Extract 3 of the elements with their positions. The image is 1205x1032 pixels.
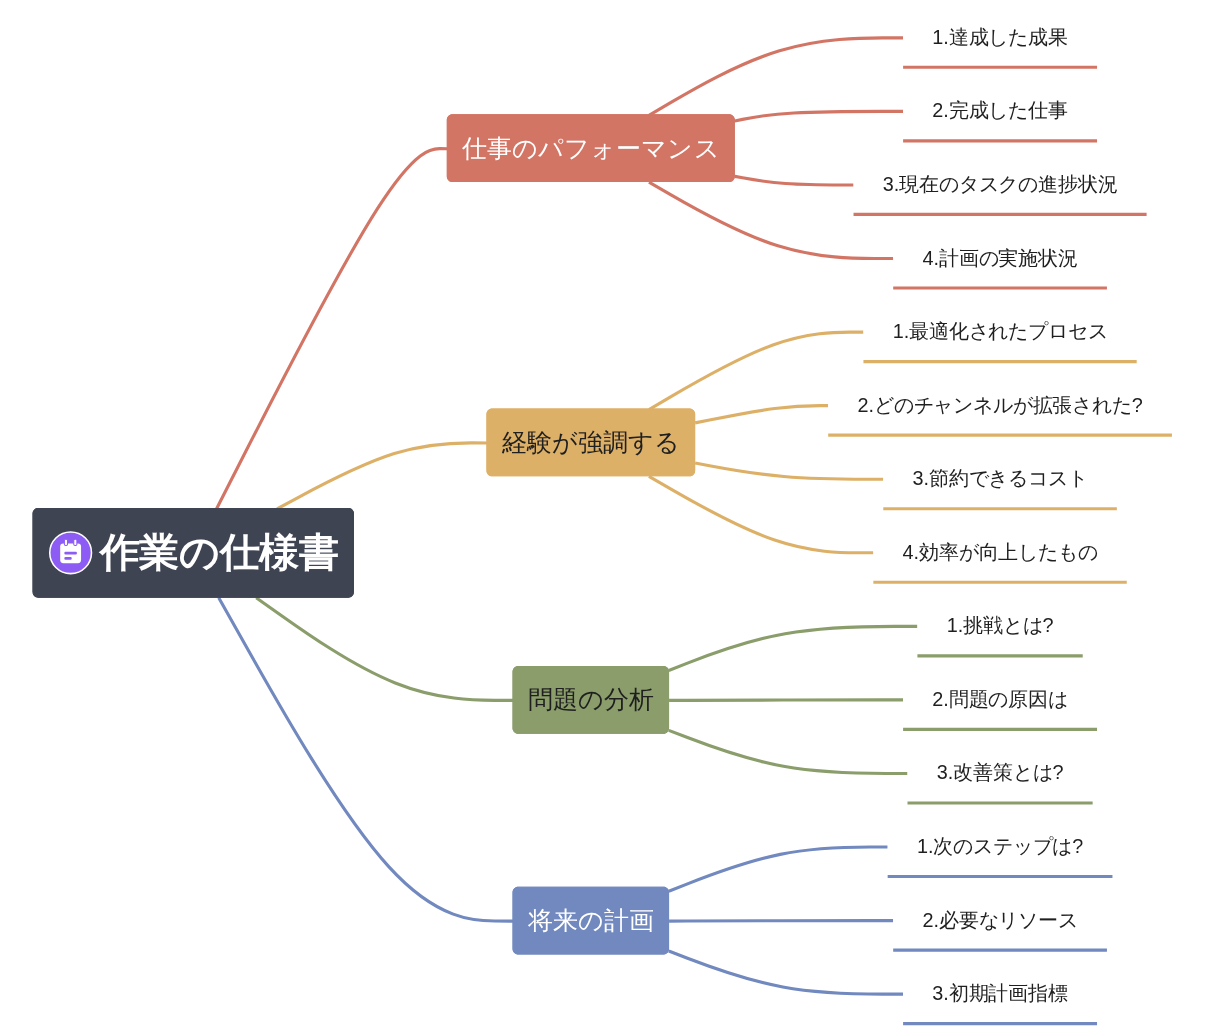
- connector: [217, 596, 514, 923]
- connector: [215, 147, 448, 510]
- connector: [255, 596, 514, 702]
